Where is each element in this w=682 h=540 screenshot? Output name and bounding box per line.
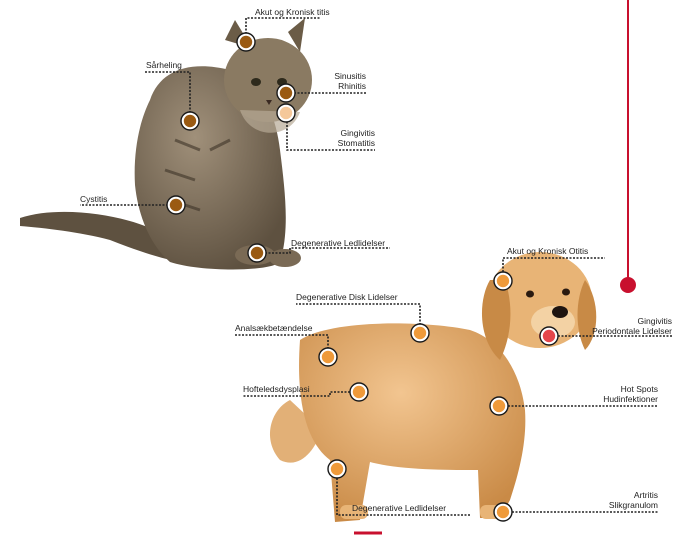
dog-gingivitis-label-line: Periodontale Lidelser — [592, 326, 672, 336]
cat-degenerative-hotspot-dot[interactable] — [247, 243, 267, 263]
connector-lines — [80, 17, 672, 516]
dog-degenerative-hotspot-dot[interactable] — [327, 459, 347, 479]
dog-disk-label[interactable]: Degenerative Disk Lidelser — [296, 292, 398, 302]
cat-titis-label-line: Akut og Kronisk titis — [255, 7, 330, 17]
dog-degenerative-label[interactable]: Degenerative Ledlidelser — [352, 503, 446, 513]
dog-anal-label-line: Analsækbetændelse — [235, 323, 313, 333]
dog-hofte-label-line: Hofteledsdysplasi — [243, 384, 310, 394]
connector-cat-gingivitis — [286, 118, 375, 151]
dog-disk-label-line: Degenerative Disk Lidelser — [296, 292, 398, 302]
cat-cystitis-hotspot-dot[interactable] — [166, 195, 186, 215]
cat-degenerative-label[interactable]: Degenerative Ledlidelser — [291, 238, 385, 248]
cat-gingivitis-label-line: Stomatitis — [337, 138, 375, 148]
connector-dog-degenerative — [336, 478, 470, 516]
cat-saarheling-hotspot-dot[interactable] — [180, 111, 200, 131]
dog-artritis-label-line: Slikgranulom — [608, 500, 658, 510]
dog-otitis-label[interactable]: Akut og Kronisk Otitis — [507, 246, 588, 256]
cat-sinusitis-label-line: Sinusitis — [334, 71, 366, 81]
connector-cat-titis — [245, 17, 320, 34]
cat-gingivitis-label-line: Gingivitis — [340, 128, 375, 138]
dog-anal-label[interactable]: Analsækbetændelse — [235, 323, 313, 333]
connector-dog-hofte — [243, 391, 350, 397]
dog-hotspots-label-line: Hudinfektioner — [603, 394, 658, 404]
cat-saarheling-label[interactable]: Sårheling — [146, 60, 182, 70]
dog-hofte-hotspot-dot[interactable] — [349, 382, 369, 402]
dog-otitis-label-line: Akut og Kronisk Otitis — [507, 246, 589, 256]
cat-degenerative-label-line: Degenerative Ledlidelser — [291, 238, 386, 248]
accent-dot[interactable] — [620, 277, 636, 293]
cat-sinusitis-label-line: Rhinitis — [338, 81, 366, 91]
connector-cat-saarheling — [145, 71, 191, 113]
dog-artritis-hotspot-dot[interactable] — [493, 502, 513, 522]
cat-titis-hotspot-dot[interactable] — [236, 32, 256, 52]
dog-otitis-hotspot-dot[interactable] — [493, 271, 513, 291]
dog-degenerative-label-line: Degenerative Ledlidelser — [352, 503, 447, 513]
connector-dog-anal — [235, 334, 329, 349]
connector-dog-otitis — [502, 257, 605, 272]
dog-anal-hotspot-dot[interactable] — [318, 347, 338, 367]
cat-gingivitis-hotspot-dot[interactable] — [276, 103, 296, 123]
dog-hofte-label[interactable]: Hofteledsdysplasi — [243, 384, 310, 394]
dog-artritis-label-line: Artritis — [633, 490, 658, 500]
dog-gingivitis-label-line: Gingivitis — [637, 316, 672, 326]
connector-dog-disk — [296, 303, 421, 325]
dog-hotspots-hotspot-dot[interactable] — [489, 396, 509, 416]
cat-saarheling-label-line: Sårheling — [146, 60, 182, 70]
connector-cat-degenerative — [265, 247, 390, 254]
dog-hotspots-label-line: Hot Spots — [620, 384, 658, 394]
cat-cystitis-label-line: Cystitis — [80, 194, 108, 204]
cat-titis-label[interactable]: Akut og Kronisk titis — [255, 7, 330, 17]
dog-disk-hotspot-dot[interactable] — [410, 323, 430, 343]
cat-image — [20, 18, 312, 270]
dog-gingivitis-hotspot-dot[interactable] — [539, 326, 559, 346]
cat-sinusitis-hotspot-dot[interactable] — [276, 83, 296, 103]
cat-cystitis-label[interactable]: Cystitis — [80, 194, 107, 204]
